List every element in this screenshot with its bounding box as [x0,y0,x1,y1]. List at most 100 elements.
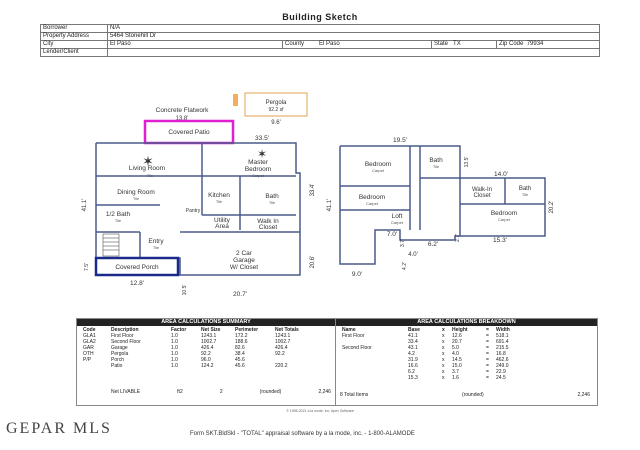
summary-cell: Patio [111,363,123,369]
summary-col-header: Net Totals [275,327,299,333]
garage-label-1: 2 Car [236,250,253,257]
summary-cell: Garage [111,345,128,351]
breakdown-cell: = [486,333,489,339]
net-livable-unit: ft2 [177,389,183,395]
concrete-dim: 13.8' [176,116,189,122]
summary-cell: 92.2 [201,351,211,357]
net-livable-total: 2,246 [318,389,331,395]
up-bath-label: Bath [429,157,443,164]
up-dim-15-3: 15.3' [493,237,507,244]
breakdown-cell: 31.9 [408,357,418,363]
breakdown-cell: = [486,357,489,363]
master-label: Master [248,159,269,166]
covered-porch-label: Covered Porch [115,264,159,271]
up-bedroom1-floor: Carpet [372,168,385,173]
state-label: State [434,41,449,47]
summary-cell: 426.4 [275,345,288,351]
dim-7-5: 7.5' [84,263,90,271]
summary-col-header: Perimeter [235,327,259,333]
up-bedroom1-label: Bedroom [365,161,391,168]
breakdown-cell: 15.3 [408,375,418,381]
breakdown-cell: x [442,357,445,363]
breakdown-cell: = [486,351,489,357]
summary-cell: 426.4 [201,345,214,351]
summary-col-header: Description [111,327,139,333]
summary-cell: 82.6 [235,345,245,351]
copyright: © 1996-2021 a la mode, inc. Apex Softwar… [286,409,354,413]
utility-label: Utility [214,217,231,224]
up-bath2-floor: Tile [522,192,529,197]
net-livable-count: 2 [219,389,223,395]
summary-cell: OTH [83,351,94,357]
summary-cell: Porch [111,357,125,363]
walkin-label: Walk In [257,218,279,225]
breakdown-cell: = [486,363,489,369]
summary-cell: 92.2 [275,351,285,357]
up-bath-floor: Tile [433,164,440,169]
breakdown-cell: x [442,339,445,345]
summary-cell: 124.2 [201,363,214,369]
summary-cell: 1.0 [171,345,178,351]
summary-title: AREA CALCULATIONS SUMMARY [77,319,335,326]
pergola-outline [244,92,308,117]
area-summary-panel: AREA CALCULATIONS SUMMARY Code Descriptio… [77,319,336,405]
zip-value: 79934 [526,41,544,47]
summary-cell: 1243.1 [275,333,291,339]
breakdown-cell: 12.6 [452,333,462,339]
breakdown-col-header: x [442,327,445,333]
net-livable-label: Net LIVABLE [111,389,141,395]
pergola-area: 92.2 sf [268,107,284,113]
ceiling-fan-icon: ✶ [257,147,267,161]
bath-floor-label: Tile [269,200,276,205]
breakdown-total-row: 8 Total Items (rounded) 2,246 [340,392,590,398]
garage-label-3: W/ Closet [230,264,258,271]
summary-col-header: Code [83,327,96,333]
summary-cell: GLA2 [83,339,96,345]
up-dim-41-1: 41.1' [327,199,333,212]
summary-cell [83,363,111,369]
summary-cell: 45.6 [235,363,245,369]
zip-label: Zip Code [499,41,524,47]
summary-cell: Second Floor [111,339,141,345]
breakdown-total-note: (rounded) [462,392,484,398]
dining-floor-label: Tile [133,196,140,201]
breakdown-cell: 20.7 [452,339,462,345]
summary-cell: 188.6 [235,339,248,345]
summary-cell: 96.0 [201,357,211,363]
summary-cell: 1.0 [171,363,178,369]
breakdown-col-header: Name [342,327,356,333]
mls-logo: GEPAR MLS [6,420,112,437]
up-bedroom2-label: Bedroom [359,194,385,201]
breakdown-cell: 691.4 [496,339,509,345]
lender-value [107,48,600,57]
breakdown-cell: 4.2 [408,351,415,357]
summary-cell: 220.2 [275,363,288,369]
header-table: Borrower N/A Property Address 5464 Stone… [40,24,600,57]
living-room-label: Living Room [129,165,165,172]
summary-cell: First Floor [111,333,134,339]
up-bath2-label: Bath [519,186,531,192]
breakdown-cell: 3.7 [452,369,459,375]
bath-label: Bath [265,193,279,200]
breakdown-col-header: Width [496,327,510,333]
breakdown-cell: 518.1 [496,333,509,339]
breakdown-col-header: Height [452,327,468,333]
breakdown-cell: x [442,363,445,369]
breakdown-col-header: = [486,327,489,333]
breakdown-cell: 16.6 [408,363,418,369]
breakdown-cell: = [486,345,489,351]
loft-label: Loft [392,213,403,220]
summary-cell: 1.0 [171,333,178,339]
breakdown-title: AREA CALCULATIONS BREAKDOWN [336,319,597,326]
entry-floor-label: Tile [153,245,160,250]
footer-text: Form SKT.BldSkl - "TOTAL" appraisal soft… [190,431,415,437]
up-dim-2-7: 2.7' [455,234,461,242]
breakdown-cell: 15.0 [452,363,462,369]
summary-cell: 172.2 [235,333,248,339]
breakdown-total-label: 8 Total Items [340,392,369,398]
up-dim-4-2: 4.2' [402,262,408,270]
pantry-label: Pantry [186,208,201,214]
dim-33-5: 33.5' [255,135,269,142]
up-dim-7-0: 7.0' [387,231,397,238]
up-bedroom2-floor: Carpet [366,201,379,206]
